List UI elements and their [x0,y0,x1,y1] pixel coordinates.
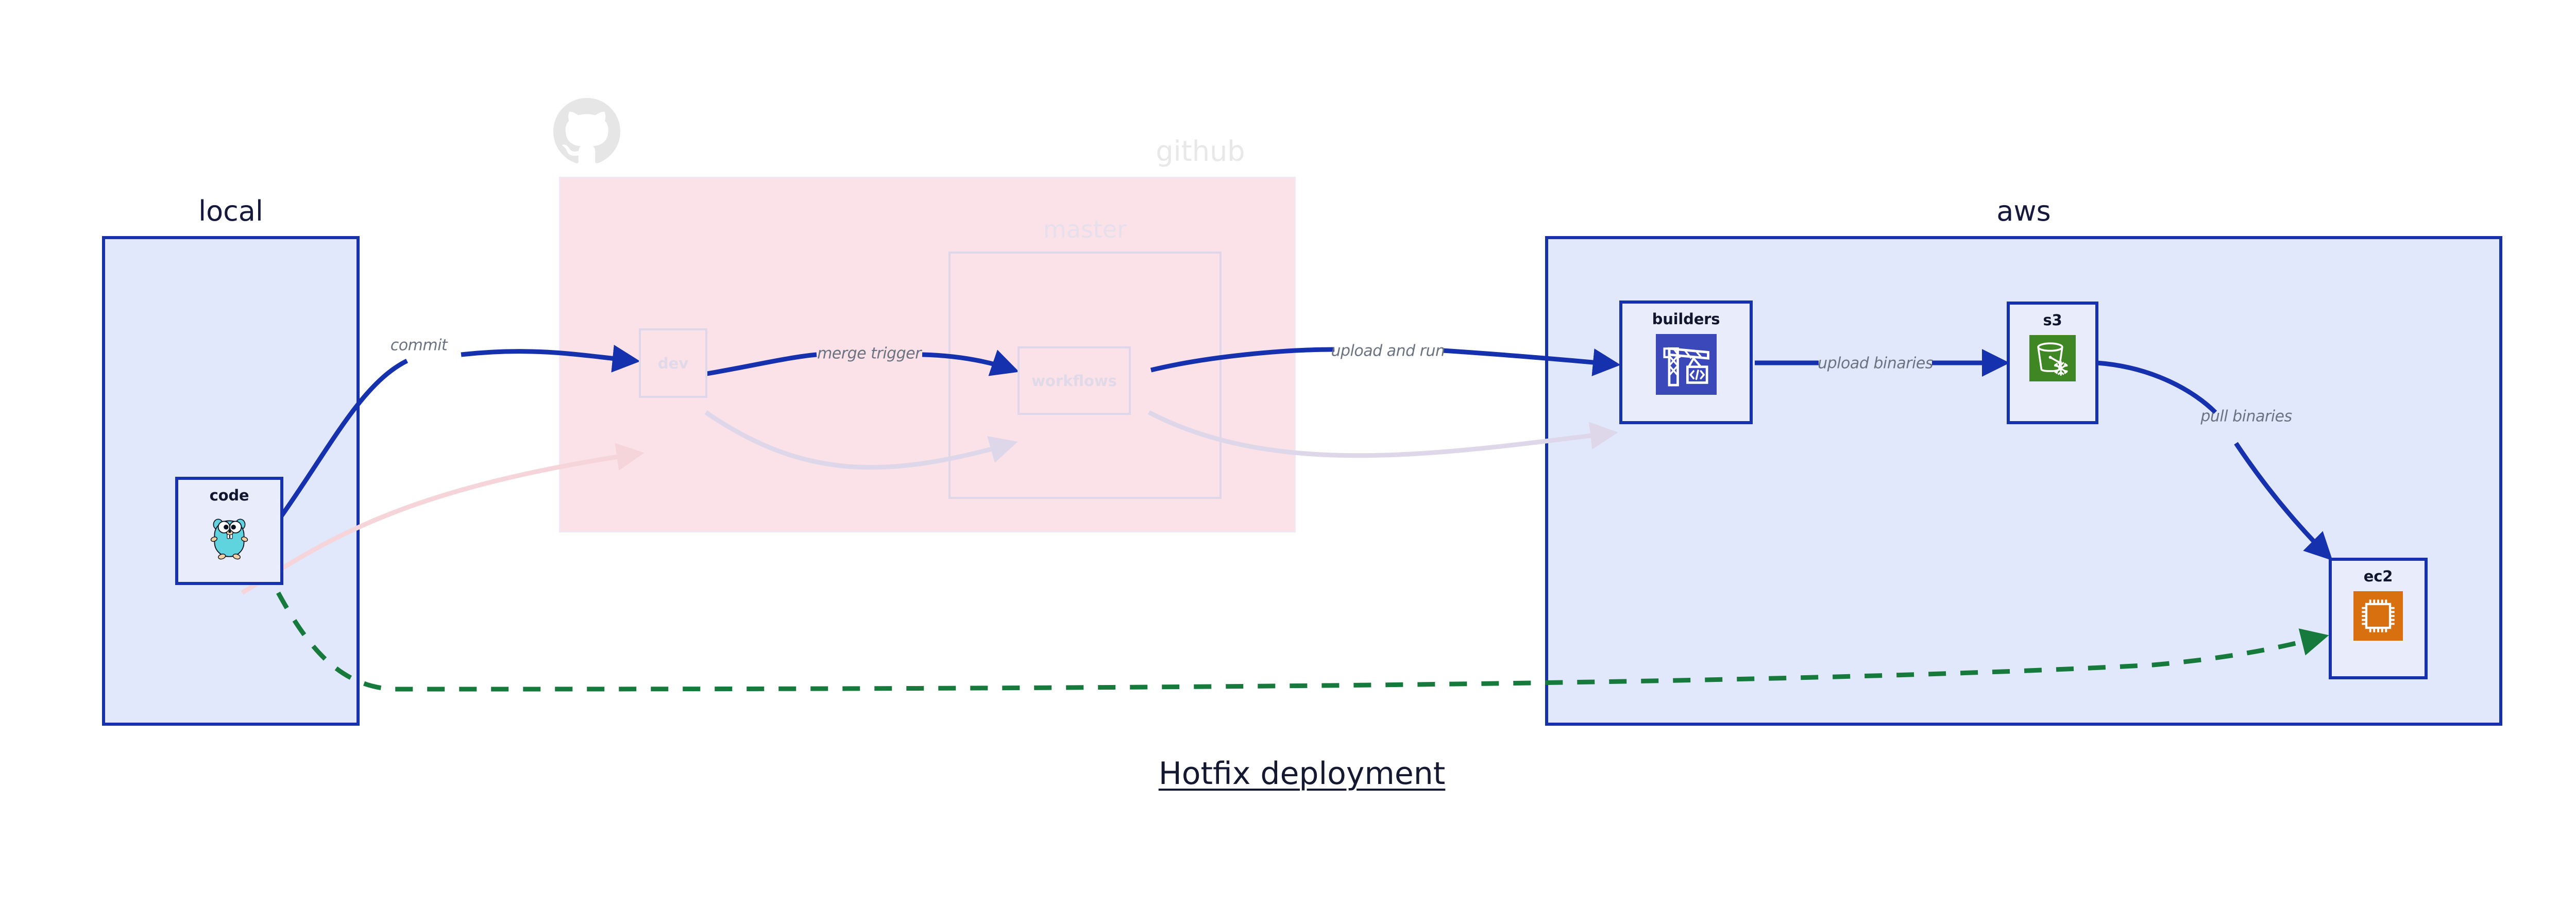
aws-s3-glacier-icon [2029,335,2076,383]
cluster-master-label: master [1043,215,1127,243]
edge-label-upload-and-run: upload and run [1331,342,1445,360]
node-code[interactable]: code [175,477,283,585]
aws-ec2-icon [2353,591,2403,643]
diagram-title: Hotfix deployment [1158,756,1446,792]
node-dev[interactable]: dev [639,328,707,398]
node-s3[interactable]: s3 [2007,302,2098,424]
edge-label-commit: commit [390,336,448,355]
edge-label-merge-trigger: merge trigger [817,344,921,363]
node-workflows[interactable]: workflows [1018,346,1131,415]
node-ec2-label: ec2 [2363,567,2393,585]
node-s3-label: s3 [2043,311,2062,329]
github-octocat-icon [553,98,620,165]
cluster-local-label: local [198,195,263,227]
node-code-label: code [209,487,249,504]
node-dev-label: dev [657,354,689,372]
cluster-master [948,252,1222,499]
cluster-github-label: github [1156,135,1245,168]
node-workflows-label: workflows [1031,372,1117,390]
go-gopher-icon [203,510,256,565]
edge-label-pull-binaries: pull binaries [2200,407,2292,426]
node-builders-label: builders [1652,310,1720,328]
edge-label-upload-binaries: upload binaries [1818,354,1933,373]
aws-codebuild-icon [1655,334,1717,397]
node-ec2[interactable]: ec2 [2329,558,2428,679]
cluster-aws-label: aws [1996,195,2051,227]
node-builders[interactable]: builders [1619,300,1753,424]
